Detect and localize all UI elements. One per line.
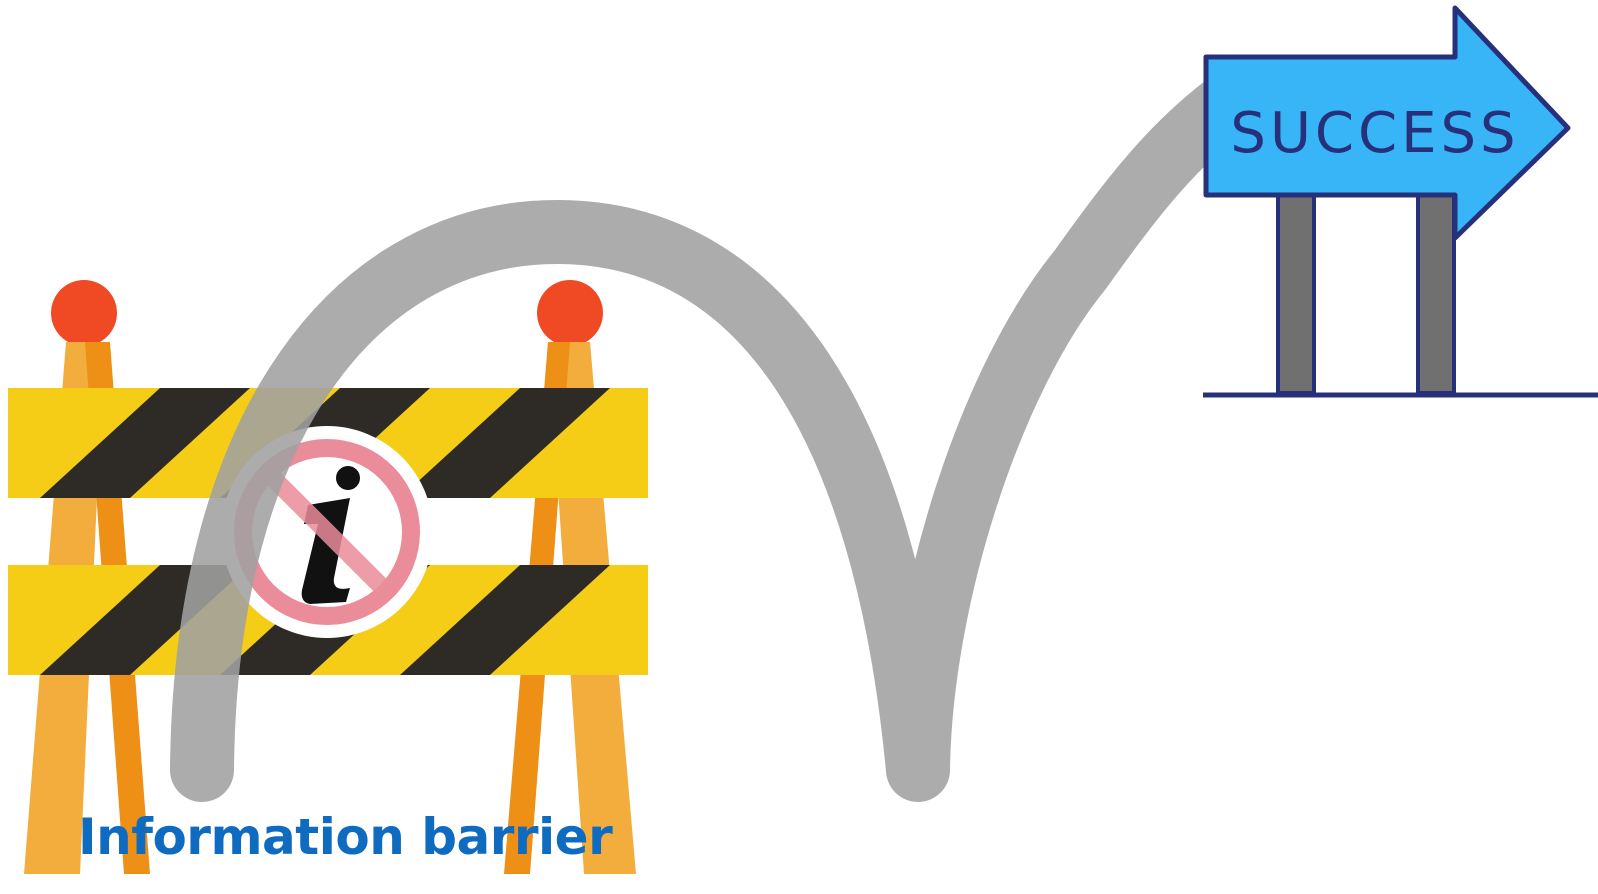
success-sign: SUCCESS [1203,8,1598,395]
barrier-caption: Information barrier [78,812,612,862]
sign-post-left [1278,195,1314,393]
barrier-lamp-right [537,280,603,346]
sign-post-right [1418,195,1454,393]
barrier-lamp-left [51,280,117,346]
success-sign-label: SUCCESS [1230,101,1519,166]
